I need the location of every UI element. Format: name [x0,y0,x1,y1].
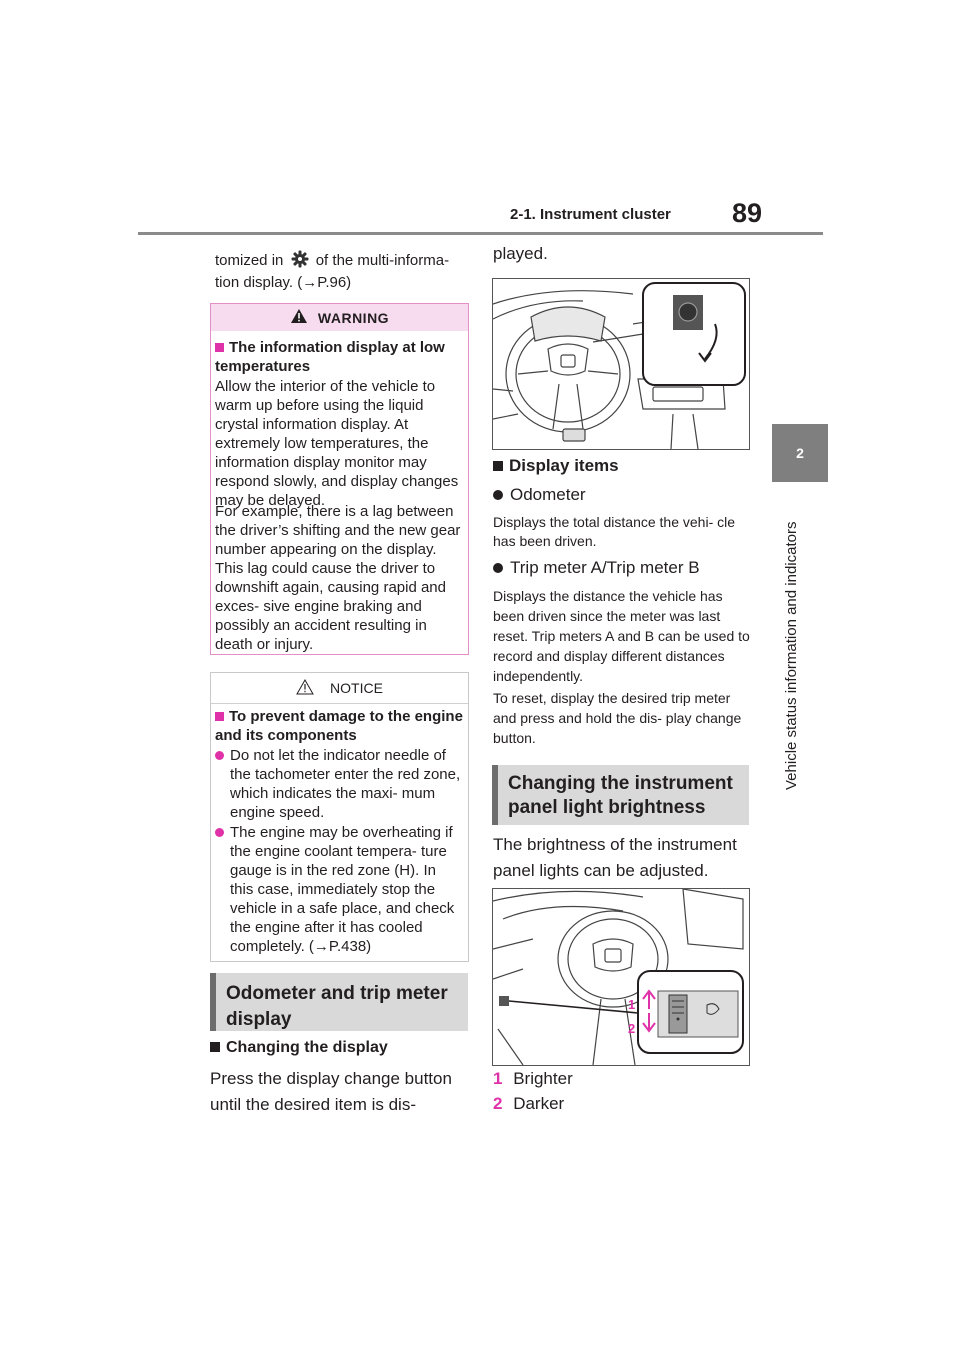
notice-item-title: To prevent damage to the engine and its … [215,707,463,745]
notice-header-rule [211,703,468,704]
item-trip-meter-desc: Displays the distance the vehicle has be… [493,588,750,684]
figure-label-2: 2 [628,1021,635,1036]
warning-box [210,303,469,655]
sub-heading-text: Changing the display [226,1039,388,1056]
warning-item-title-text: The information display at low temperatu… [215,339,445,375]
legend-num-1: 1 [493,1069,503,1088]
warning-para-1: Allow the interior of the vehicle to war… [215,378,459,509]
page-number: 89 [732,198,763,228]
notice-header: NOTICE [211,673,468,703]
warning-header: WARNING [211,304,468,331]
intro-after: of the multi-informa- [315,252,450,269]
notice-item-title-text: To prevent damage to the engine and its … [215,708,463,744]
warning-para-2: For example, there is a lag between the … [215,503,461,653]
round-bullet-icon [493,490,503,500]
header-rule [138,232,823,235]
steering-wheel-illustration [492,278,750,450]
intro-before: tomized in [215,252,284,269]
square-bullet-icon [215,712,224,721]
notice-bullet-1-text: Do not let the indicator needle of the t… [230,747,461,821]
caution-triangle-icon [296,678,314,698]
legend-label-2: Darker [513,1094,565,1113]
notice-box [210,672,469,962]
trip-meter-title-text: Trip meter A/Trip meter B [510,558,700,577]
round-bullet-icon [493,563,503,573]
settings-gear-icon [291,250,309,273]
notice-bullet-2-text: The engine may be overheating if the eng… [230,824,455,955]
sub-heading-display-items: Display items [493,456,753,476]
warning-item-title: The information display at low temperatu… [215,338,463,376]
notice-title: NOTICE [330,680,383,696]
item-trip-meter-title: Trip meter A/Trip meter B [493,558,753,578]
display-items-text: Display items [509,456,619,475]
changing-display-para: Press the display change button until th… [210,1069,452,1114]
legend-item-1: 1 Brighter [493,1069,573,1089]
chapter-tab-number: 2 [772,424,828,482]
warning-title: WARNING [317,309,390,326]
item-odometer-title: Odometer [493,485,753,505]
header-section-title: 2-1. Instrument cluster [510,206,671,223]
figure-label-1: 1 [628,997,635,1012]
warning-triangle-icon [290,308,308,327]
section-heading-odometer: Odometer and trip meter display [210,973,468,1031]
square-bullet-icon [215,343,224,352]
intro-text: tomized in of the multi-informa- tion di… [215,250,475,292]
legend-label-1: Brighter [513,1069,573,1088]
chapter-tab-title: Vehicle status information and indicator… [783,521,800,790]
sub-heading-changing-display: Changing the display [210,1039,470,1057]
legend-num-2: 2 [493,1094,503,1113]
round-bullet-icon [215,751,224,760]
square-bullet-icon [493,461,503,471]
brightness-para: The brightness of the instrument panel l… [493,835,737,880]
brightness-switch-illustration: 1 2 [492,888,750,1066]
round-bullet-icon [215,828,224,837]
section-heading-brightness: Changing the instrument panel light brig… [492,765,749,825]
legend-item-2: 2 Darker [493,1094,564,1114]
item-odometer-desc: Displays the total distance the vehi- cl… [493,514,736,549]
odometer-title-text: Odometer [510,485,586,504]
intro-line2: tion display. (→P.96) [215,274,352,291]
square-bullet-icon [210,1042,220,1052]
notice-bullet-1: Do not let the indicator needle of the t… [215,746,461,822]
played-text: played. [493,244,548,263]
item-trip-meter-reset: To reset, display the desired trip meter… [493,690,742,746]
notice-bullet-2: The engine may be overheating if the eng… [215,823,461,956]
